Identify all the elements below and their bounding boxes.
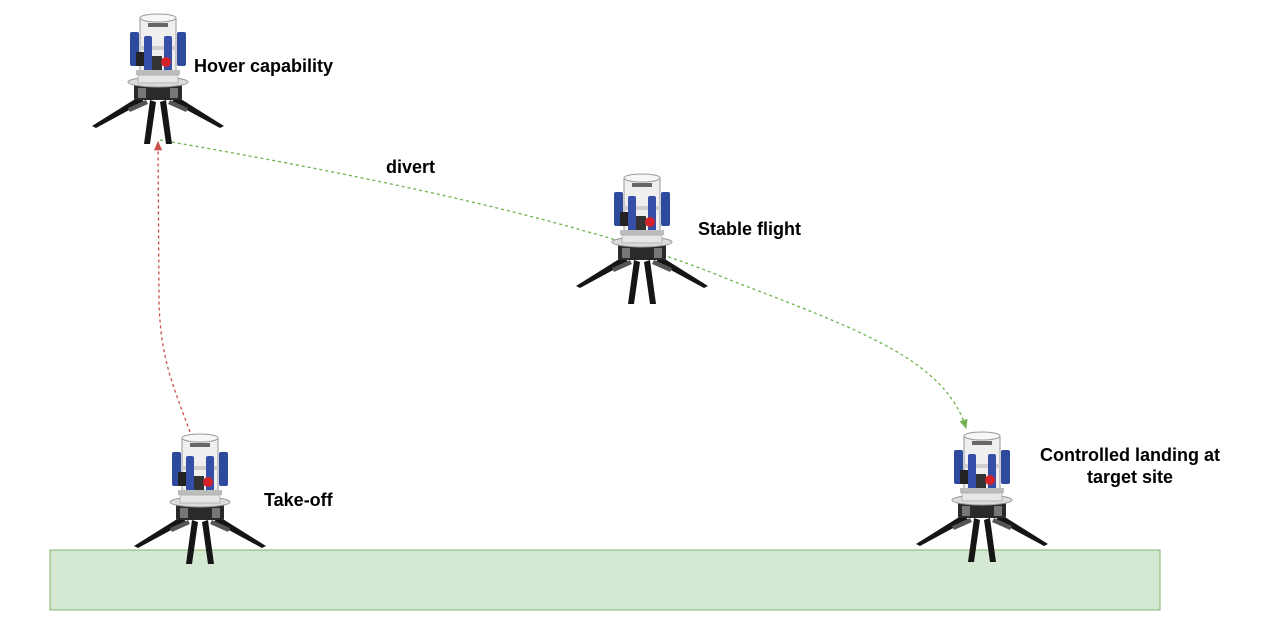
divert-path — [159, 139, 968, 429]
label-landing-line1: Controlled landing at — [1040, 445, 1220, 465]
label-stable-flight: Stable flight — [698, 219, 801, 239]
lander-landing — [915, 431, 1049, 563]
lander-hover — [91, 13, 225, 145]
lander-takeoff — [133, 433, 267, 565]
ground-surface — [49, 549, 1161, 611]
label-take-off: Take-off — [264, 490, 333, 510]
label-divert: divert — [386, 157, 436, 177]
ascent-path — [153, 140, 191, 433]
label-hover-capability: Hover capability — [194, 56, 334, 76]
label-controlled-landing: Controlled landing at target site — [1030, 444, 1230, 488]
label-landing-line2: target site — [1086, 467, 1174, 487]
lander-stable — [575, 173, 709, 305]
